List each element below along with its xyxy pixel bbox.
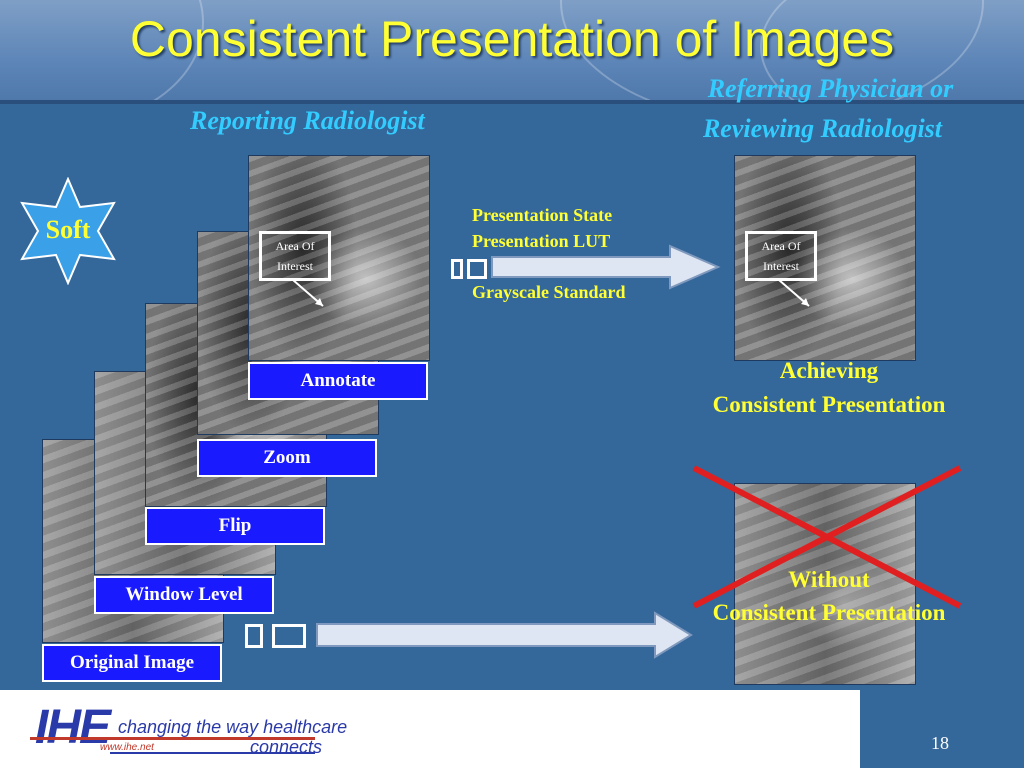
slide-title: Consistent Presentation of Images [129,11,895,67]
arrow-tail-box [467,259,487,279]
aoi-line2: Interest [763,259,799,273]
red-cross [692,465,962,609]
original-image-label: Original Image [42,644,222,682]
without-line1: Without [788,567,870,592]
header-band [0,0,1024,100]
annotate-label: Annotate [248,362,428,400]
page-number: 18 [931,733,949,753]
aoi-line1: Area Of [761,239,801,253]
aoi-line1: Area Of [275,239,315,253]
right-heading-line2: Reviewing Radiologist [702,114,943,143]
arrow-tail-box [272,624,306,648]
without-line2: Consistent Presentation [712,600,946,625]
logo-rule [30,737,315,740]
soft-badge [20,177,116,285]
lower-arrow [316,611,693,659]
header-decoration [760,0,1024,100]
upper-arrow [491,244,721,290]
area-of-interest-box: Area Of Interest [259,231,331,281]
footer-corner [860,690,1024,768]
logo-rule [110,752,315,754]
header-rule [0,100,1024,104]
footer [0,690,1024,768]
zoom-label: Zoom [197,439,377,477]
achieving-line2: Consistent Presentation [712,392,946,417]
xray-inconsistent [734,483,916,685]
aoi-line2: Interest [277,259,313,273]
grayscale-standard-text: Grayscale Standard [472,282,626,302]
area-of-interest-box: Area Of Interest [745,231,817,281]
presentation-lut-text: Presentation LUT [472,231,611,251]
aoi-pointer [778,279,810,307]
arrow-tail-box [245,624,263,648]
star-shape [20,177,116,285]
left-heading: Reporting Radiologist [190,106,425,135]
arrow-tail-box [451,259,463,279]
tagline-line1: changing the way healthcare [118,717,348,737]
right-heading-line1: Referring Physician or [707,74,954,103]
window-level-label: Window Level [94,576,274,614]
tagline-line2: connects [250,737,323,757]
achieving-line1: Achieving [779,358,879,383]
aoi-pointer [292,279,324,307]
ihe-logo: IHE [35,701,111,754]
flip-label: Flip [145,507,325,545]
xray-annotate: Area Of Interest [248,155,430,361]
cross-stroke [692,465,962,609]
xray-consistent: Area Of Interest [734,155,916,361]
soft-label: Soft [45,215,91,244]
website-url: www.ihe.net [100,742,154,753]
presentation-state-text: Presentation State [472,205,613,225]
